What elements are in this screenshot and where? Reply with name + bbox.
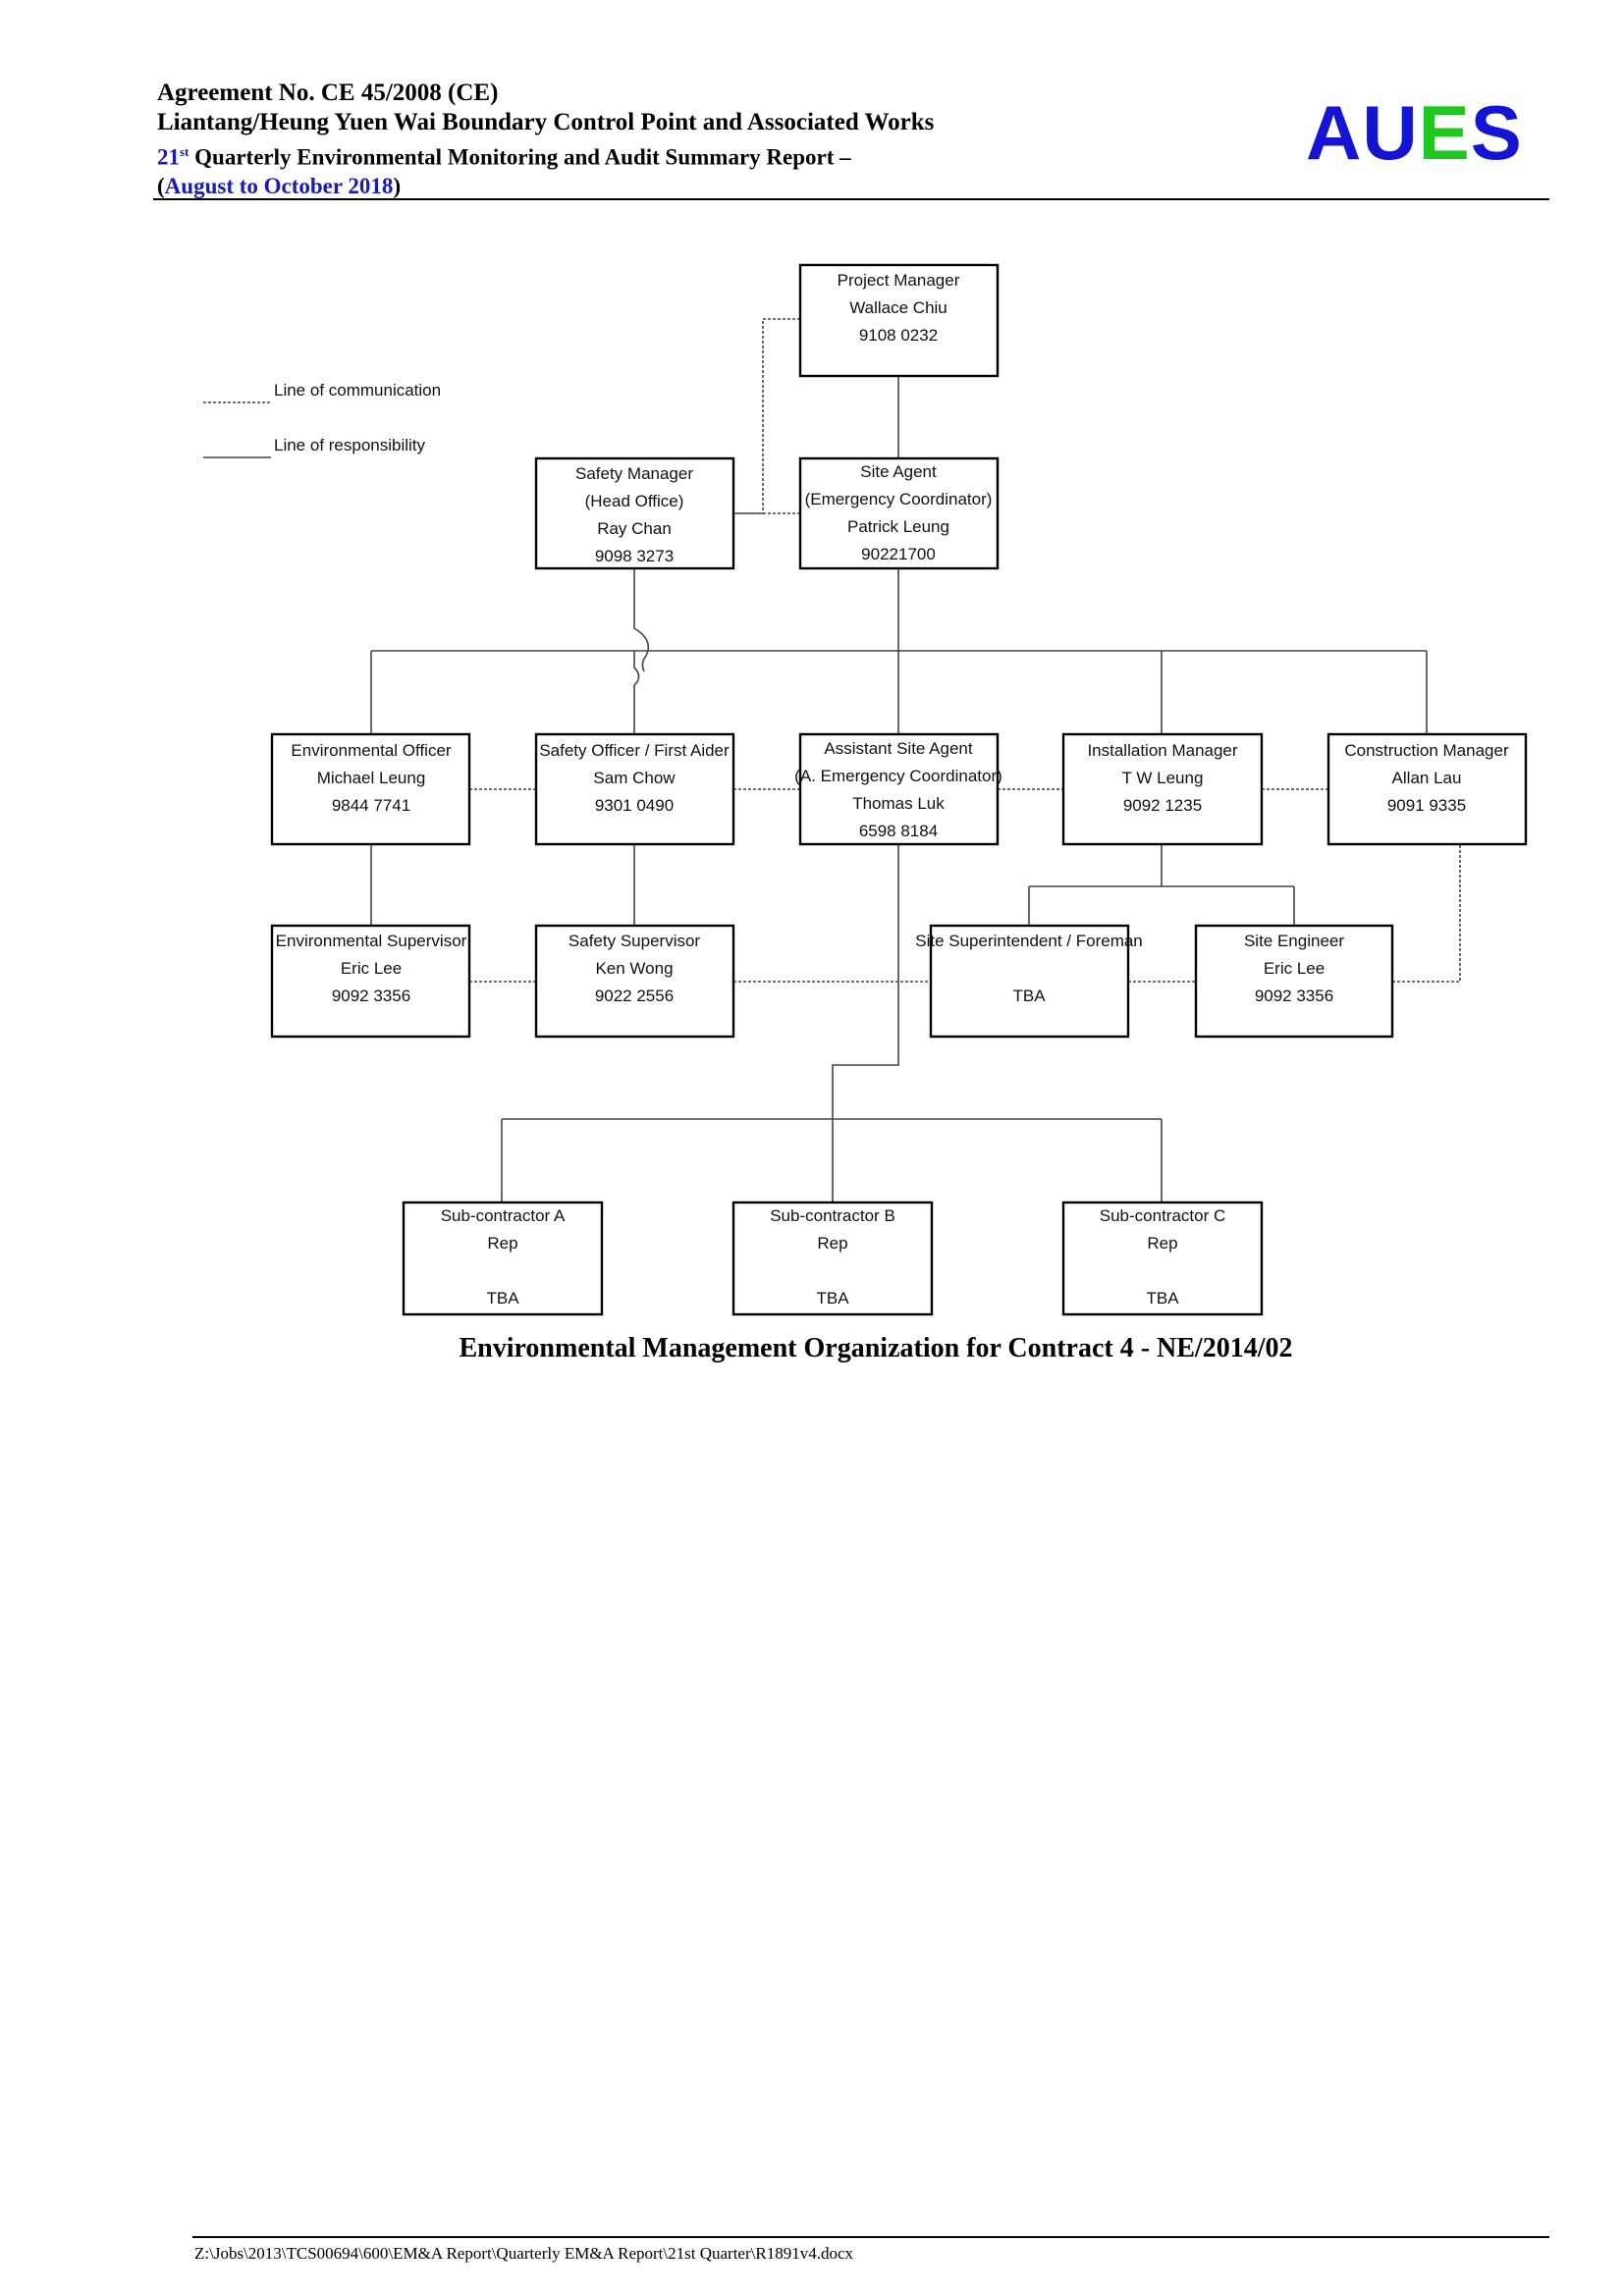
project-title: Liantang/Heung Yuen Wai Boundary Control… (157, 109, 935, 135)
footer-rule (192, 2236, 1549, 2238)
agreement-number: Agreement No. CE 45/2008 (CE) (157, 80, 499, 106)
env-supervisor-title: Environmental Supervisor (276, 932, 467, 950)
safety-supervisor-name: Ken Wong (595, 959, 673, 978)
header-rule (153, 198, 1549, 200)
logo-letter-s: S (1470, 89, 1523, 176)
box-environmental-supervisor: Environmental Supervisor Eric Lee 9092 3… (270, 924, 471, 1039)
box-installation-manager: Installation Manager T W Leung 9092 1235 (1061, 732, 1264, 846)
logo-letter-e: E (1418, 89, 1471, 176)
figure-caption: Environmental Management Organization fo… (0, 1333, 1624, 1364)
box-construction-manager: Construction Manager Allan Lau 9091 9335 (1326, 732, 1528, 846)
asst-agent-to-subcontractors (832, 844, 899, 1119)
safety-officer-phone: 9301 0490 (595, 796, 674, 815)
box-safety-supervisor: Safety Supervisor Ken Wong 9022 2556 (534, 924, 735, 1039)
env-supervisor-phone: 9092 3356 (332, 987, 410, 1005)
sub-c-contact: TBA (1146, 1289, 1179, 1308)
period-open-paren: ( (157, 173, 165, 198)
engineer-to-construction-dashed (1392, 844, 1461, 983)
sub-b-title: Sub-contractor B (770, 1206, 895, 1225)
logo-letter-u: U (1362, 89, 1419, 176)
box-safety-manager: Safety Manager (Head Office) Ray Chan 90… (534, 456, 735, 570)
report-title-text: Quarterly Environmental Monitoring and A… (189, 144, 851, 170)
legend-responsibility-label: Line of responsibility (274, 436, 426, 454)
report-title: 21st Quarterly Environmental Monitoring … (157, 137, 1463, 172)
site-engineer-name: Eric Lee (1264, 959, 1325, 978)
responsibility-lines (370, 376, 1428, 1202)
report-header: Agreement No. CE 45/2008 (CE) Liantang/H… (157, 79, 1463, 200)
safety-officer-name: Sam Chow (593, 769, 676, 787)
box-project-manager: Project Manager Wallace Chiu 9108 0232 (798, 263, 1000, 378)
box-site-agent: Site Agent (Emergency Coordinator) Patri… (798, 456, 1000, 570)
site-agent-phone: 90221700 (861, 545, 936, 563)
sub-a-contact: TBA (486, 1289, 519, 1308)
asst-site-agent-phone: 6598 8184 (859, 822, 938, 840)
aues-logo: AUES (1306, 94, 1523, 171)
box-safety-officer: Safety Officer / First Aider Sam Chow 93… (534, 732, 735, 846)
asst-site-agent-title: Assistant Site Agent (824, 739, 972, 758)
asst-site-agent-role: (A. Emergency Coordinator) (794, 767, 1002, 785)
asst-site-agent-name: Thomas Luk (852, 794, 945, 813)
box-assistant-site-agent: Assistant Site Agent (A. Emergency Coord… (794, 732, 1002, 846)
communication-lines (469, 318, 1461, 983)
quarter-number: 21 (157, 144, 180, 170)
env-officer-title: Environmental Officer (291, 741, 451, 760)
project-manager-title: Project Manager (838, 271, 960, 290)
safety-manager-title: Safety Manager (575, 464, 693, 483)
safety-officer-title: Safety Officer / First Aider (539, 741, 730, 760)
quarter-suffix: st (180, 144, 189, 159)
box-subcontractor-a: Sub-contractor A Rep TBA (402, 1201, 604, 1316)
construction-manager-phone: 9091 9335 (1387, 796, 1466, 815)
env-supervisor-name: Eric Lee (341, 959, 402, 978)
file-path-footer: Z:\Jobs\2013\TCS00694\600\EM&A Report\Qu… (194, 2244, 853, 2263)
box-site-superintendent: Site Superintendent / Foreman TBA (915, 924, 1143, 1039)
installation-manager-title: Installation Manager (1087, 741, 1237, 760)
safety-manager-down-line (633, 568, 650, 672)
sub-a-title: Sub-contractor A (441, 1206, 566, 1225)
box-environmental-officer: Environmental Officer Michael Leung 9844… (270, 732, 471, 846)
safety-manager-office: (Head Office) (585, 492, 684, 510)
sub-c-rep: Rep (1147, 1234, 1177, 1253)
site-agent-name: Patrick Leung (847, 517, 949, 536)
legend-communication-label: Line of communication (274, 381, 441, 400)
safety-supervisor-phone: 9022 2556 (595, 987, 674, 1005)
sub-c-title: Sub-contractor C (1100, 1206, 1226, 1225)
site-superintendent-title: Site Superintendent / Foreman (915, 932, 1143, 950)
installation-manager-phone: 9092 1235 (1123, 796, 1202, 815)
installation-manager-name: T W Leung (1122, 769, 1204, 787)
figure-caption-text: Environmental Management Organization fo… (459, 1333, 1293, 1363)
sub-b-rep: Rep (817, 1234, 847, 1253)
safety-manager-name: Ray Chan (597, 519, 672, 538)
safety-supervisor-title: Safety Supervisor (568, 932, 701, 950)
construction-manager-title: Construction Manager (1344, 741, 1509, 760)
site-engineer-phone: 9092 3356 (1255, 987, 1333, 1005)
box-subcontractor-c: Sub-contractor C Rep TBA (1061, 1201, 1264, 1316)
site-superintendent-phone: TBA (1012, 987, 1046, 1005)
logo-letter-a: A (1306, 89, 1363, 176)
project-manager-name: Wallace Chiu (849, 298, 947, 317)
sub-b-contact: TBA (816, 1289, 849, 1308)
env-officer-name: Michael Leung (317, 769, 426, 787)
env-officer-phone: 9844 7741 (332, 796, 410, 815)
pm-to-safety-manager-dashed (733, 318, 800, 514)
drop-safety-officer (633, 651, 640, 734)
report-period: (August to October 2018) (157, 172, 1463, 200)
construction-manager-name: Allan Lau (1392, 769, 1462, 787)
project-manager-phone: 9108 0232 (859, 326, 938, 345)
safety-manager-phone: 9098 3273 (595, 547, 674, 565)
period-close-paren: ) (393, 173, 402, 198)
org-chart: Line of communication Line of responsibi… (203, 263, 1528, 1316)
period-text: August to October 2018 (164, 173, 394, 198)
box-site-engineer: Site Engineer Eric Lee 9092 3356 (1194, 924, 1394, 1039)
sub-a-rep: Rep (487, 1234, 517, 1253)
site-agent-role: (Emergency Coordinator) (805, 490, 993, 508)
legend: Line of communication Line of responsibi… (203, 381, 441, 458)
site-agent-title: Site Agent (860, 462, 937, 481)
site-engineer-title: Site Engineer (1244, 932, 1344, 950)
box-subcontractor-b: Sub-contractor B Rep TBA (731, 1201, 934, 1316)
